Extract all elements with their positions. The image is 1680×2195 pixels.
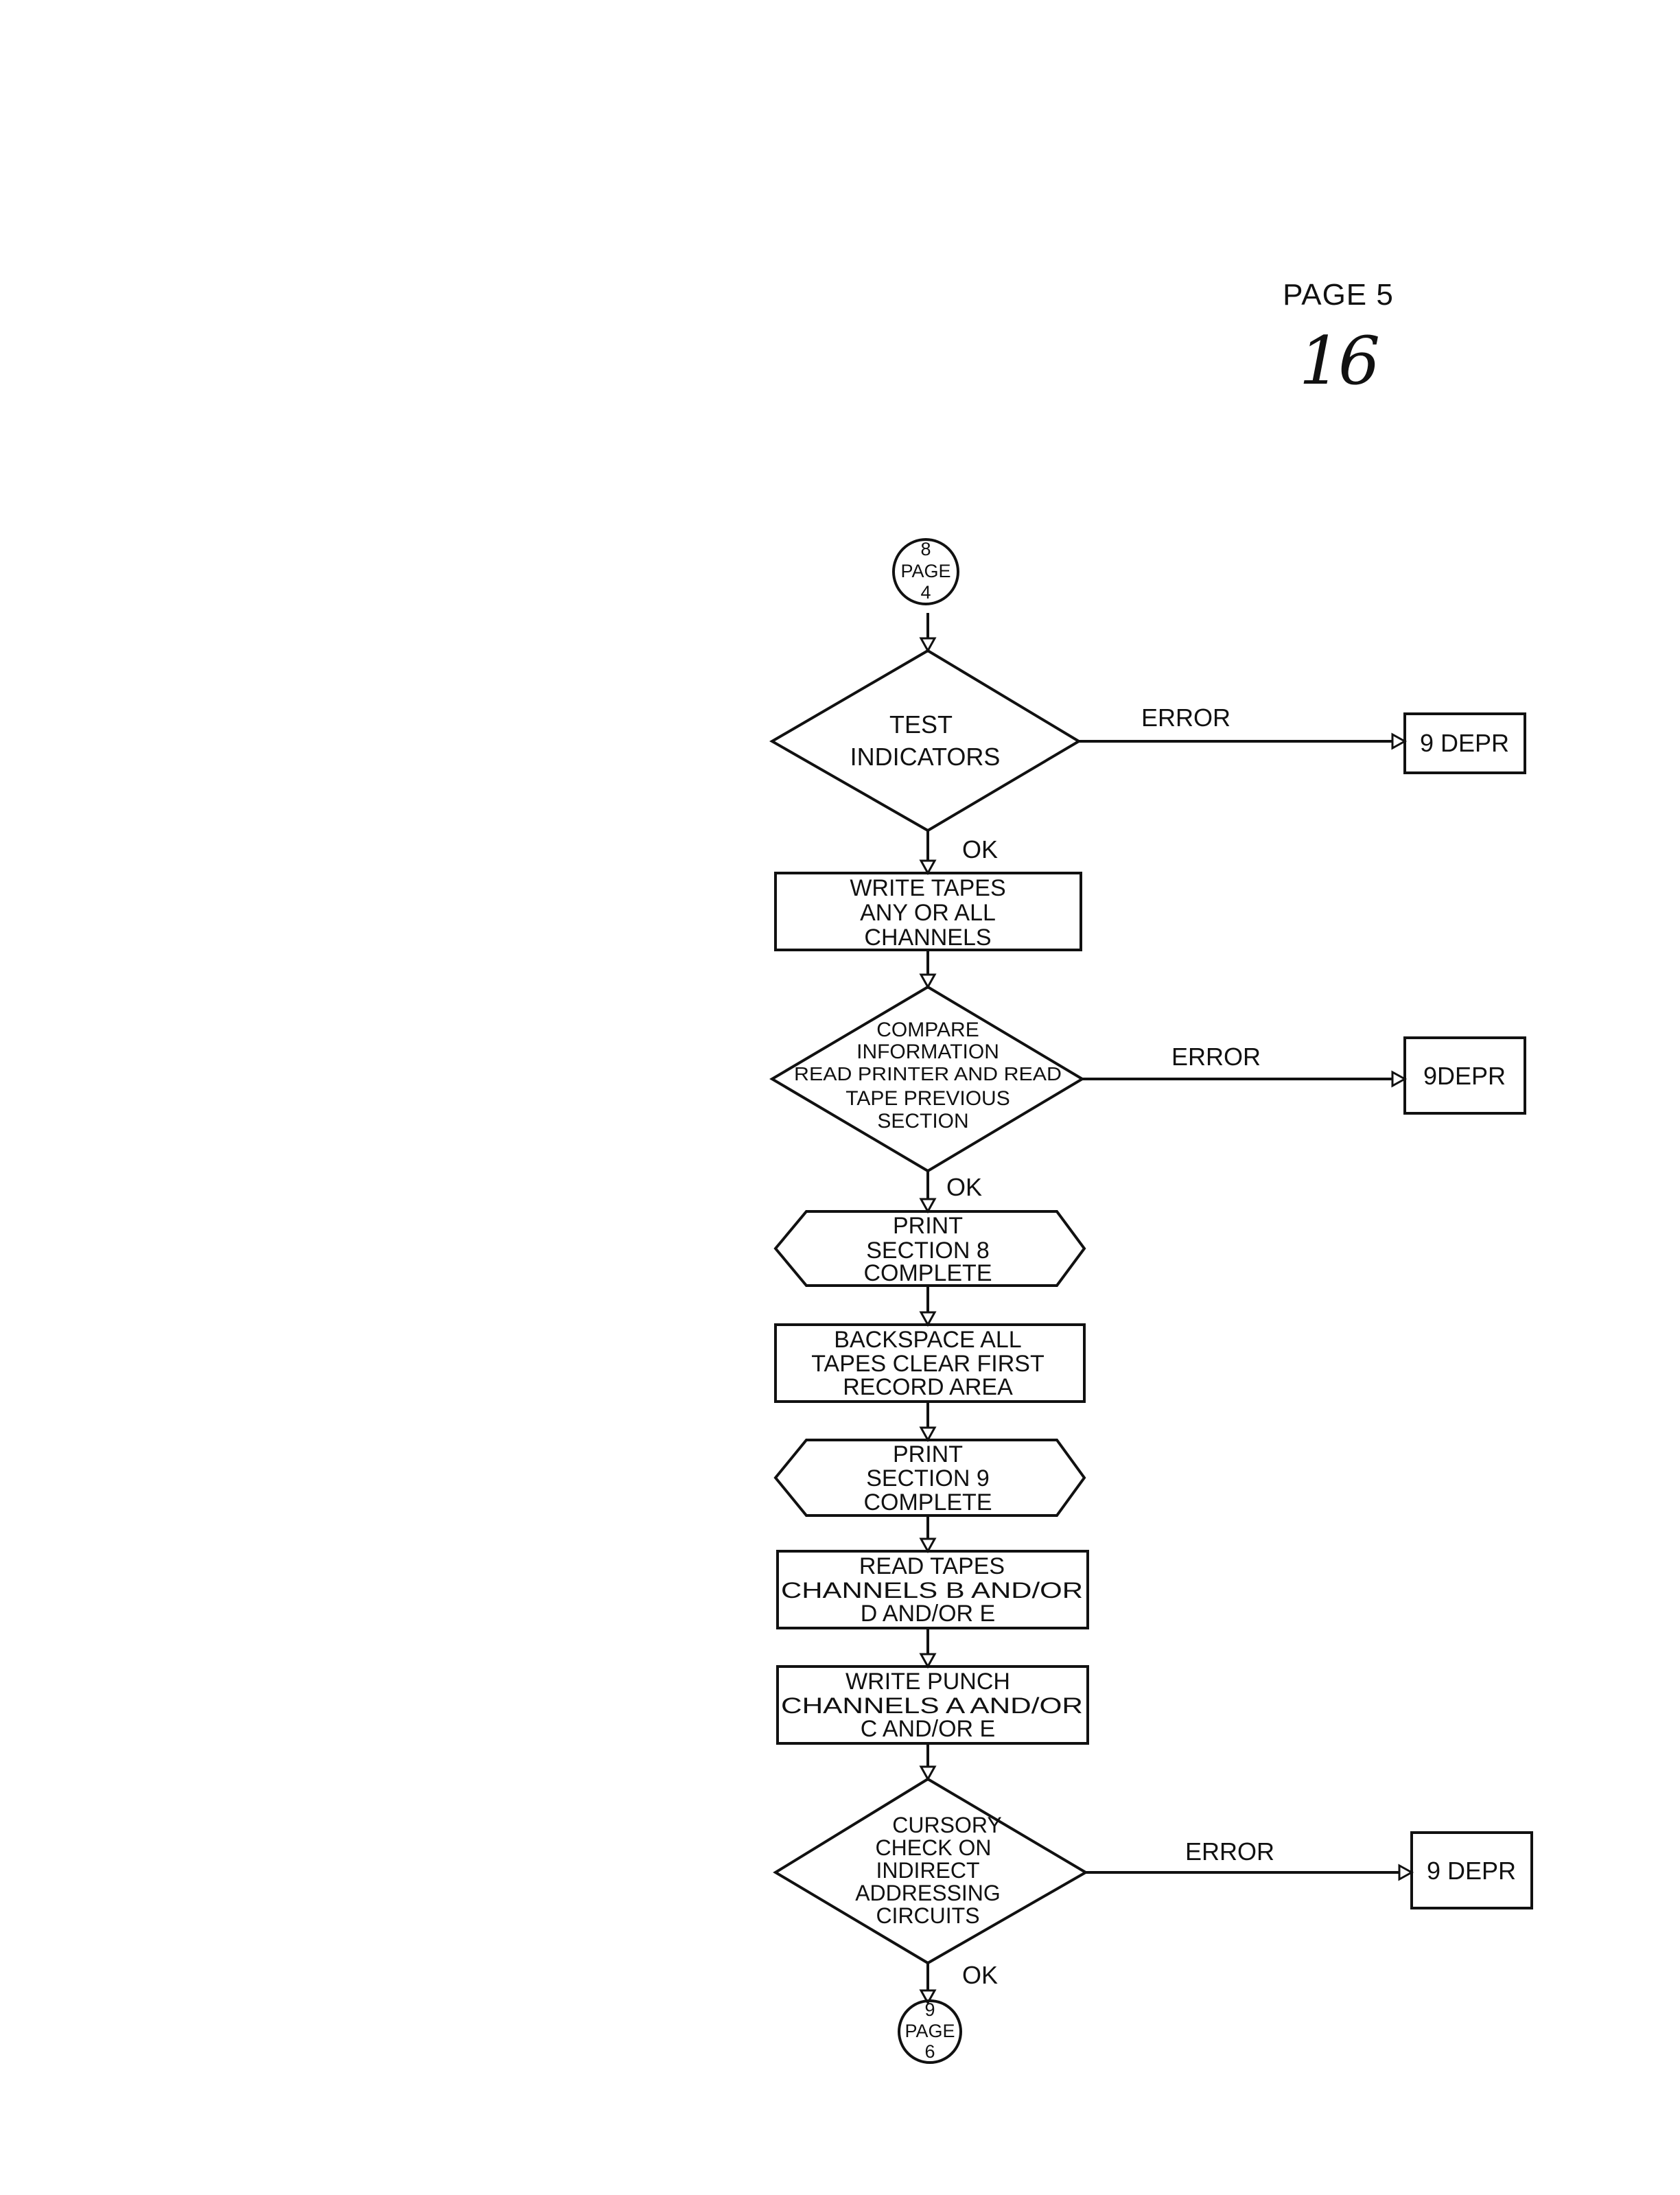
error-label: ERROR (1141, 704, 1230, 732)
step-text: READ TAPES (859, 1553, 1005, 1579)
step-text: CHANNELS A AND/OR (781, 1693, 1083, 1718)
connector-text: 6 (924, 2041, 935, 2062)
display-shape (773, 1439, 1086, 1517)
process-write-tapes: WRITE TAPES ANY OR ALL CHANNELS (774, 872, 1082, 951)
process-backspace-tapes: BACKSPACE ALL TAPES CLEAR FIRST RECORD A… (774, 1323, 1086, 1403)
step-text: TAPE PREVIOUS (845, 1087, 1010, 1110)
process-write-punch: WRITE PUNCH CHANNELS A AND/OR C AND/OR E (776, 1665, 1089, 1745)
connector-text: 4 (920, 582, 931, 603)
step-text: COMPLETE (863, 1260, 992, 1286)
step-text: READ PRINTER AND READ (794, 1063, 1062, 1084)
decision-test-indicators: TEST INDICATORS (769, 649, 1082, 833)
connector-text: PAGE (905, 2021, 955, 2041)
display-print-section-8: PRINT SECTION 8 COMPLETE (773, 1210, 1086, 1287)
step-text: WRITE PUNCH (845, 1669, 1010, 1695)
process-box (1403, 712, 1526, 774)
process-read-tapes: READ TAPES CHANNELS B AND/OR D AND/OR E (776, 1550, 1089, 1629)
step-text: PRINT (893, 1213, 963, 1239)
step-text: SECTION 8 (866, 1238, 989, 1264)
error-target-text: 9 DEPR (1420, 729, 1509, 757)
step-text: CURSORY (892, 1813, 1001, 1837)
process-box (774, 872, 1082, 951)
arrowhead (919, 1537, 937, 1554)
process-box (1410, 1831, 1533, 1909)
step-text: CHECK ON (876, 1835, 992, 1860)
arrowhead (919, 859, 937, 876)
step-text: C AND/OR E (861, 1716, 995, 1742)
step-text: D AND/OR E (861, 1601, 995, 1627)
connector-text: 8 (920, 539, 931, 559)
step-text: PRINT (893, 1441, 963, 1467)
error-target-text: 9 DEPR (1427, 1857, 1516, 1885)
page-label: PAGE 5 (1283, 278, 1394, 312)
step-text: WRITE TAPES (850, 875, 1005, 901)
step-text: ADDRESSING (855, 1881, 1001, 1905)
decision-cursory-check: CURSORY CHECK ON INDIRECT ADDRESSING CIR… (773, 1777, 1088, 1965)
ok-label: OK (962, 1961, 998, 1989)
flow-lines (926, 613, 1410, 2003)
step-text: COMPARE (876, 1019, 979, 1041)
arrowhead (919, 973, 937, 990)
step-text: TEST (889, 710, 953, 739)
step-text: ANY OR ALL (860, 900, 996, 926)
connector-circle (898, 1999, 962, 2064)
step-text: CHANNELS B AND/OR (781, 1578, 1083, 1603)
arrowhead (919, 1311, 937, 1327)
display-print-section-9: PRINT SECTION 9 COMPLETE (773, 1439, 1086, 1517)
step-text: SECTION (877, 1110, 968, 1133)
page-number: 16 (1298, 323, 1380, 399)
error-label: ERROR (1171, 1043, 1261, 1071)
arrowhead (1391, 1070, 1408, 1088)
step-text: BACKSPACE ALL (834, 1327, 1021, 1353)
connector-circle (892, 538, 959, 605)
step-text: COMPLETE (863, 1489, 992, 1515)
process-box (774, 1323, 1086, 1403)
process-box (1403, 1036, 1526, 1115)
decision-compare-information: COMPARE INFORMATION READ PRINTER AND REA… (769, 985, 1085, 1173)
error-target-box: 9DEPR (1403, 1036, 1526, 1115)
arrowhead (1398, 1863, 1414, 1881)
display-shape (773, 1210, 1086, 1287)
arrowhead (1391, 732, 1408, 750)
decision-diamond (769, 985, 1085, 1173)
ok-label: OK (962, 835, 998, 863)
error-target-box: 9 DEPR (1403, 712, 1526, 774)
error-target-box: 9 DEPR (1410, 1831, 1533, 1909)
step-text: INDICATORS (850, 743, 1001, 771)
connector-text: PAGE (900, 561, 950, 581)
exit-connector: 9 PAGE 6 (898, 1999, 962, 2064)
step-text: SECTION 9 (866, 1465, 989, 1491)
step-text: INFORMATION (856, 1041, 999, 1063)
error-label: ERROR (1185, 1837, 1274, 1866)
ok-label: OK (946, 1173, 982, 1201)
step-text: CIRCUITS (876, 1903, 979, 1928)
arrowhead (919, 1198, 937, 1214)
entry-connector: 8 PAGE 4 (892, 538, 959, 605)
arrowhead (919, 1765, 937, 1782)
arrowhead (919, 1989, 937, 2006)
arrowhead (919, 1653, 937, 1669)
step-text: CHANNELS (864, 925, 991, 951)
step-text: TAPES CLEAR FIRST (811, 1351, 1044, 1377)
process-box (776, 1665, 1089, 1745)
error-target-text: 9DEPR (1423, 1062, 1506, 1090)
process-box (776, 1550, 1089, 1629)
arrowhead (919, 637, 937, 653)
arrowhead (919, 1426, 937, 1443)
decision-diamond (773, 1777, 1088, 1965)
arrowheads (919, 637, 1414, 2006)
connector-text: 9 (924, 1999, 935, 2020)
decision-diamond (769, 649, 1082, 833)
step-text: INDIRECT (876, 1858, 979, 1883)
step-text: RECORD AREA (843, 1374, 1013, 1400)
